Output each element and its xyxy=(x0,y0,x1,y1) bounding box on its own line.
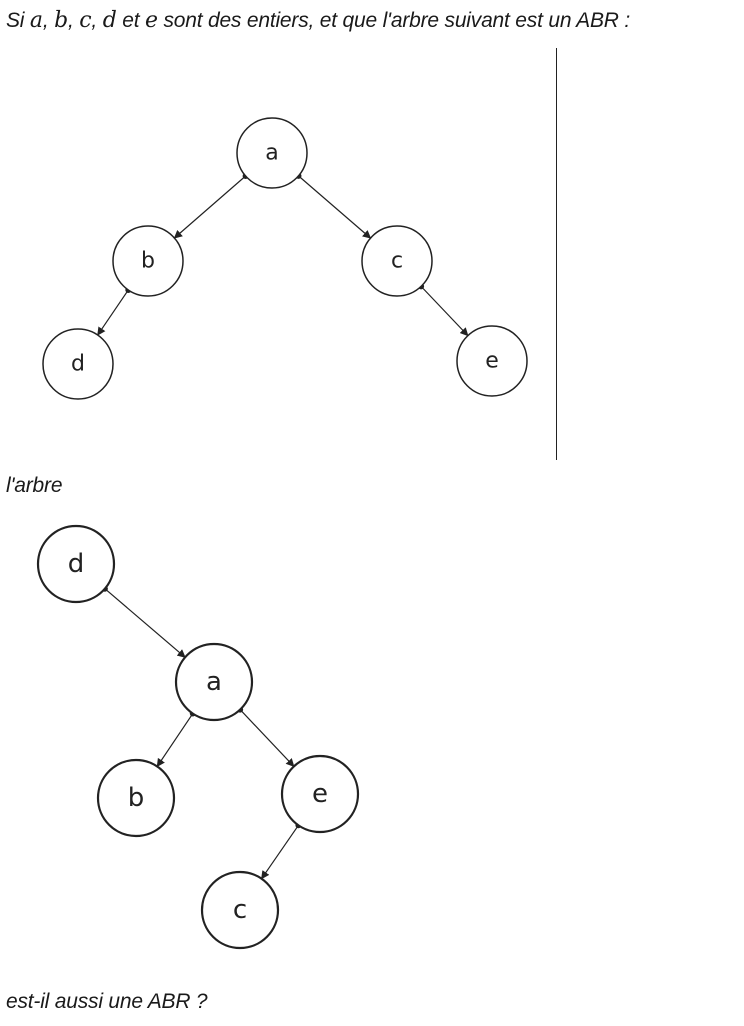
node-circle xyxy=(456,325,528,397)
node-label: c xyxy=(233,895,247,925)
vertical-divider xyxy=(556,48,557,460)
tree-1: a b c d e xyxy=(42,117,528,400)
node-label: e xyxy=(485,349,499,374)
node-circle xyxy=(361,225,433,297)
edge-b-d xyxy=(97,289,129,336)
comma-2: , xyxy=(68,9,80,32)
et-word: et xyxy=(116,9,145,32)
node-circle xyxy=(236,117,308,189)
middle-text: l'arbre xyxy=(6,474,63,497)
node-d: d xyxy=(36,524,116,604)
comma-1: , xyxy=(42,9,55,32)
node-circle xyxy=(174,642,254,722)
var-e: e xyxy=(144,8,158,33)
node-circle xyxy=(42,328,114,400)
node-e: e xyxy=(280,754,360,834)
node-c: c xyxy=(200,870,280,950)
edge-d-a xyxy=(104,588,186,658)
node-a: a xyxy=(236,117,308,189)
node-a: a xyxy=(174,642,254,722)
node-label: c xyxy=(391,249,403,274)
node-circle xyxy=(112,225,184,297)
var-a: a xyxy=(29,8,43,33)
node-d: d xyxy=(42,328,114,400)
node-circle xyxy=(200,870,280,950)
edge-c-e xyxy=(420,285,469,337)
intro-suffix: sont des entiers, et que l'arbre suivant… xyxy=(157,9,631,32)
node-label: a xyxy=(265,141,278,166)
node-label: e xyxy=(312,779,328,809)
intro-prefix: Si xyxy=(6,9,30,32)
node-label: a xyxy=(206,667,222,697)
intro-sentence: Si a, b, c, d et e sont des entiers, et … xyxy=(6,8,630,33)
node-label: d xyxy=(68,549,85,579)
var-c: c xyxy=(79,8,92,33)
comma-3: , xyxy=(91,9,103,32)
node-b: b xyxy=(112,225,184,297)
node-circle xyxy=(280,754,360,834)
var-b: b xyxy=(54,8,69,33)
edge-a-c xyxy=(298,175,372,239)
node-c: c xyxy=(361,225,433,297)
node-label: b xyxy=(141,249,155,274)
node-circle xyxy=(36,524,116,604)
node-circle xyxy=(96,758,176,838)
node-e: e xyxy=(456,325,528,397)
node-label: d xyxy=(71,352,85,377)
tree-2: d a b e c xyxy=(36,524,360,950)
var-d: d xyxy=(102,8,117,33)
edge-e-c xyxy=(261,824,299,880)
edge-a-e xyxy=(239,709,295,768)
question-text: est-il aussi une ABR ? xyxy=(6,990,208,1013)
node-label: b xyxy=(128,783,145,813)
node-b: b xyxy=(96,758,176,838)
edge-a-b xyxy=(156,713,194,768)
edge-a-b xyxy=(173,175,247,239)
